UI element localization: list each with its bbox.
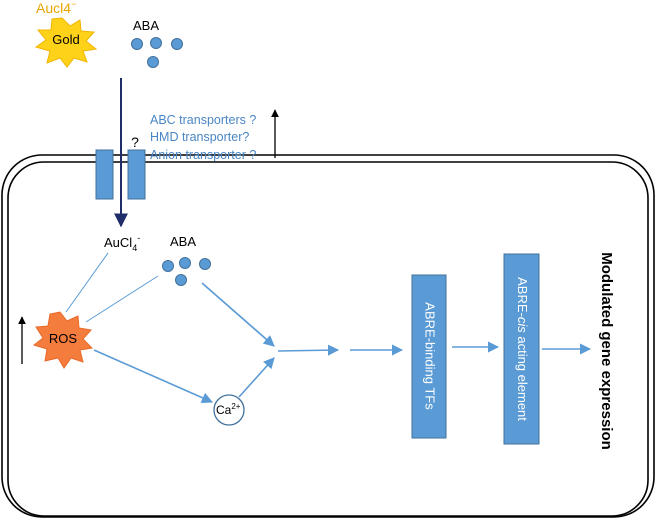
aba-molecule-icon <box>175 274 187 286</box>
abre-cis-element-label: ABRE-cis acting element <box>515 277 530 421</box>
abre-cis-element-box <box>503 253 540 445</box>
cell-wall-outer <box>1 154 655 518</box>
transporter-channel-right <box>127 149 146 200</box>
aucl4-top-label: Aucl4− <box>36 0 76 16</box>
aucl4-ros-connector <box>65 252 109 313</box>
aba-molecule-icon <box>150 37 162 49</box>
aba-molecule-icon <box>162 260 174 272</box>
calcium-node <box>213 394 245 426</box>
aucl4-inside-sup: - <box>137 233 140 243</box>
ros-star-icon <box>32 311 94 369</box>
transporter-label-anion: Anion transporter ? <box>150 148 256 162</box>
abre-cis-suffix: acting element <box>515 333 530 422</box>
aba-molecule-icon <box>131 38 143 50</box>
transporter-channel-left <box>95 149 114 200</box>
ros-to-calcium-arrow <box>93 349 214 404</box>
question-mark: ? <box>131 134 139 150</box>
calcium-label: Ca2+ <box>216 402 241 417</box>
abre-binding-tfs-box <box>411 274 447 439</box>
aba-molecule-icon <box>171 38 183 50</box>
abre-cis-italic: cis <box>515 317 530 333</box>
calcium-text: Ca <box>216 403 232 417</box>
gold-label: Gold <box>52 32 79 47</box>
aba-molecule-icon <box>179 257 191 269</box>
pathway-arrow-1 <box>277 344 340 356</box>
cell-membrane-inner <box>7 161 649 517</box>
aba-top-label: ABA <box>133 18 159 33</box>
modulated-gene-expression-label: Modulated gene expression <box>598 252 615 450</box>
transporter-label-hmd: HMD transporter? <box>150 130 249 144</box>
gold-star-icon <box>34 17 98 68</box>
abre-cis-prefix: ABRE- <box>515 277 530 317</box>
aucl4-top-charge: − <box>71 0 76 9</box>
aucl4-inside-label: AuCl4- <box>104 233 140 253</box>
aucl4-top-text: Aucl4 <box>36 0 71 16</box>
calcium-to-convergence-arrow <box>238 357 275 398</box>
aucl4-inside-text: AuCl <box>104 235 132 250</box>
calcium-sup: 2+ <box>231 402 240 411</box>
aba-to-convergence-arrow <box>201 282 275 347</box>
abre-binding-tfs-label: ABRE-binding TFs <box>423 302 438 410</box>
aba-inside-label: ABA <box>170 234 196 249</box>
aucl4-inside-sub: 4 <box>132 243 137 253</box>
aba-ros-connector <box>85 275 159 323</box>
ros-label: ROS <box>49 331 78 346</box>
aba-molecule-icon <box>147 56 159 68</box>
aba-molecule-icon <box>199 258 211 270</box>
transporter-label-abc: ABC transporters ? <box>150 113 256 127</box>
